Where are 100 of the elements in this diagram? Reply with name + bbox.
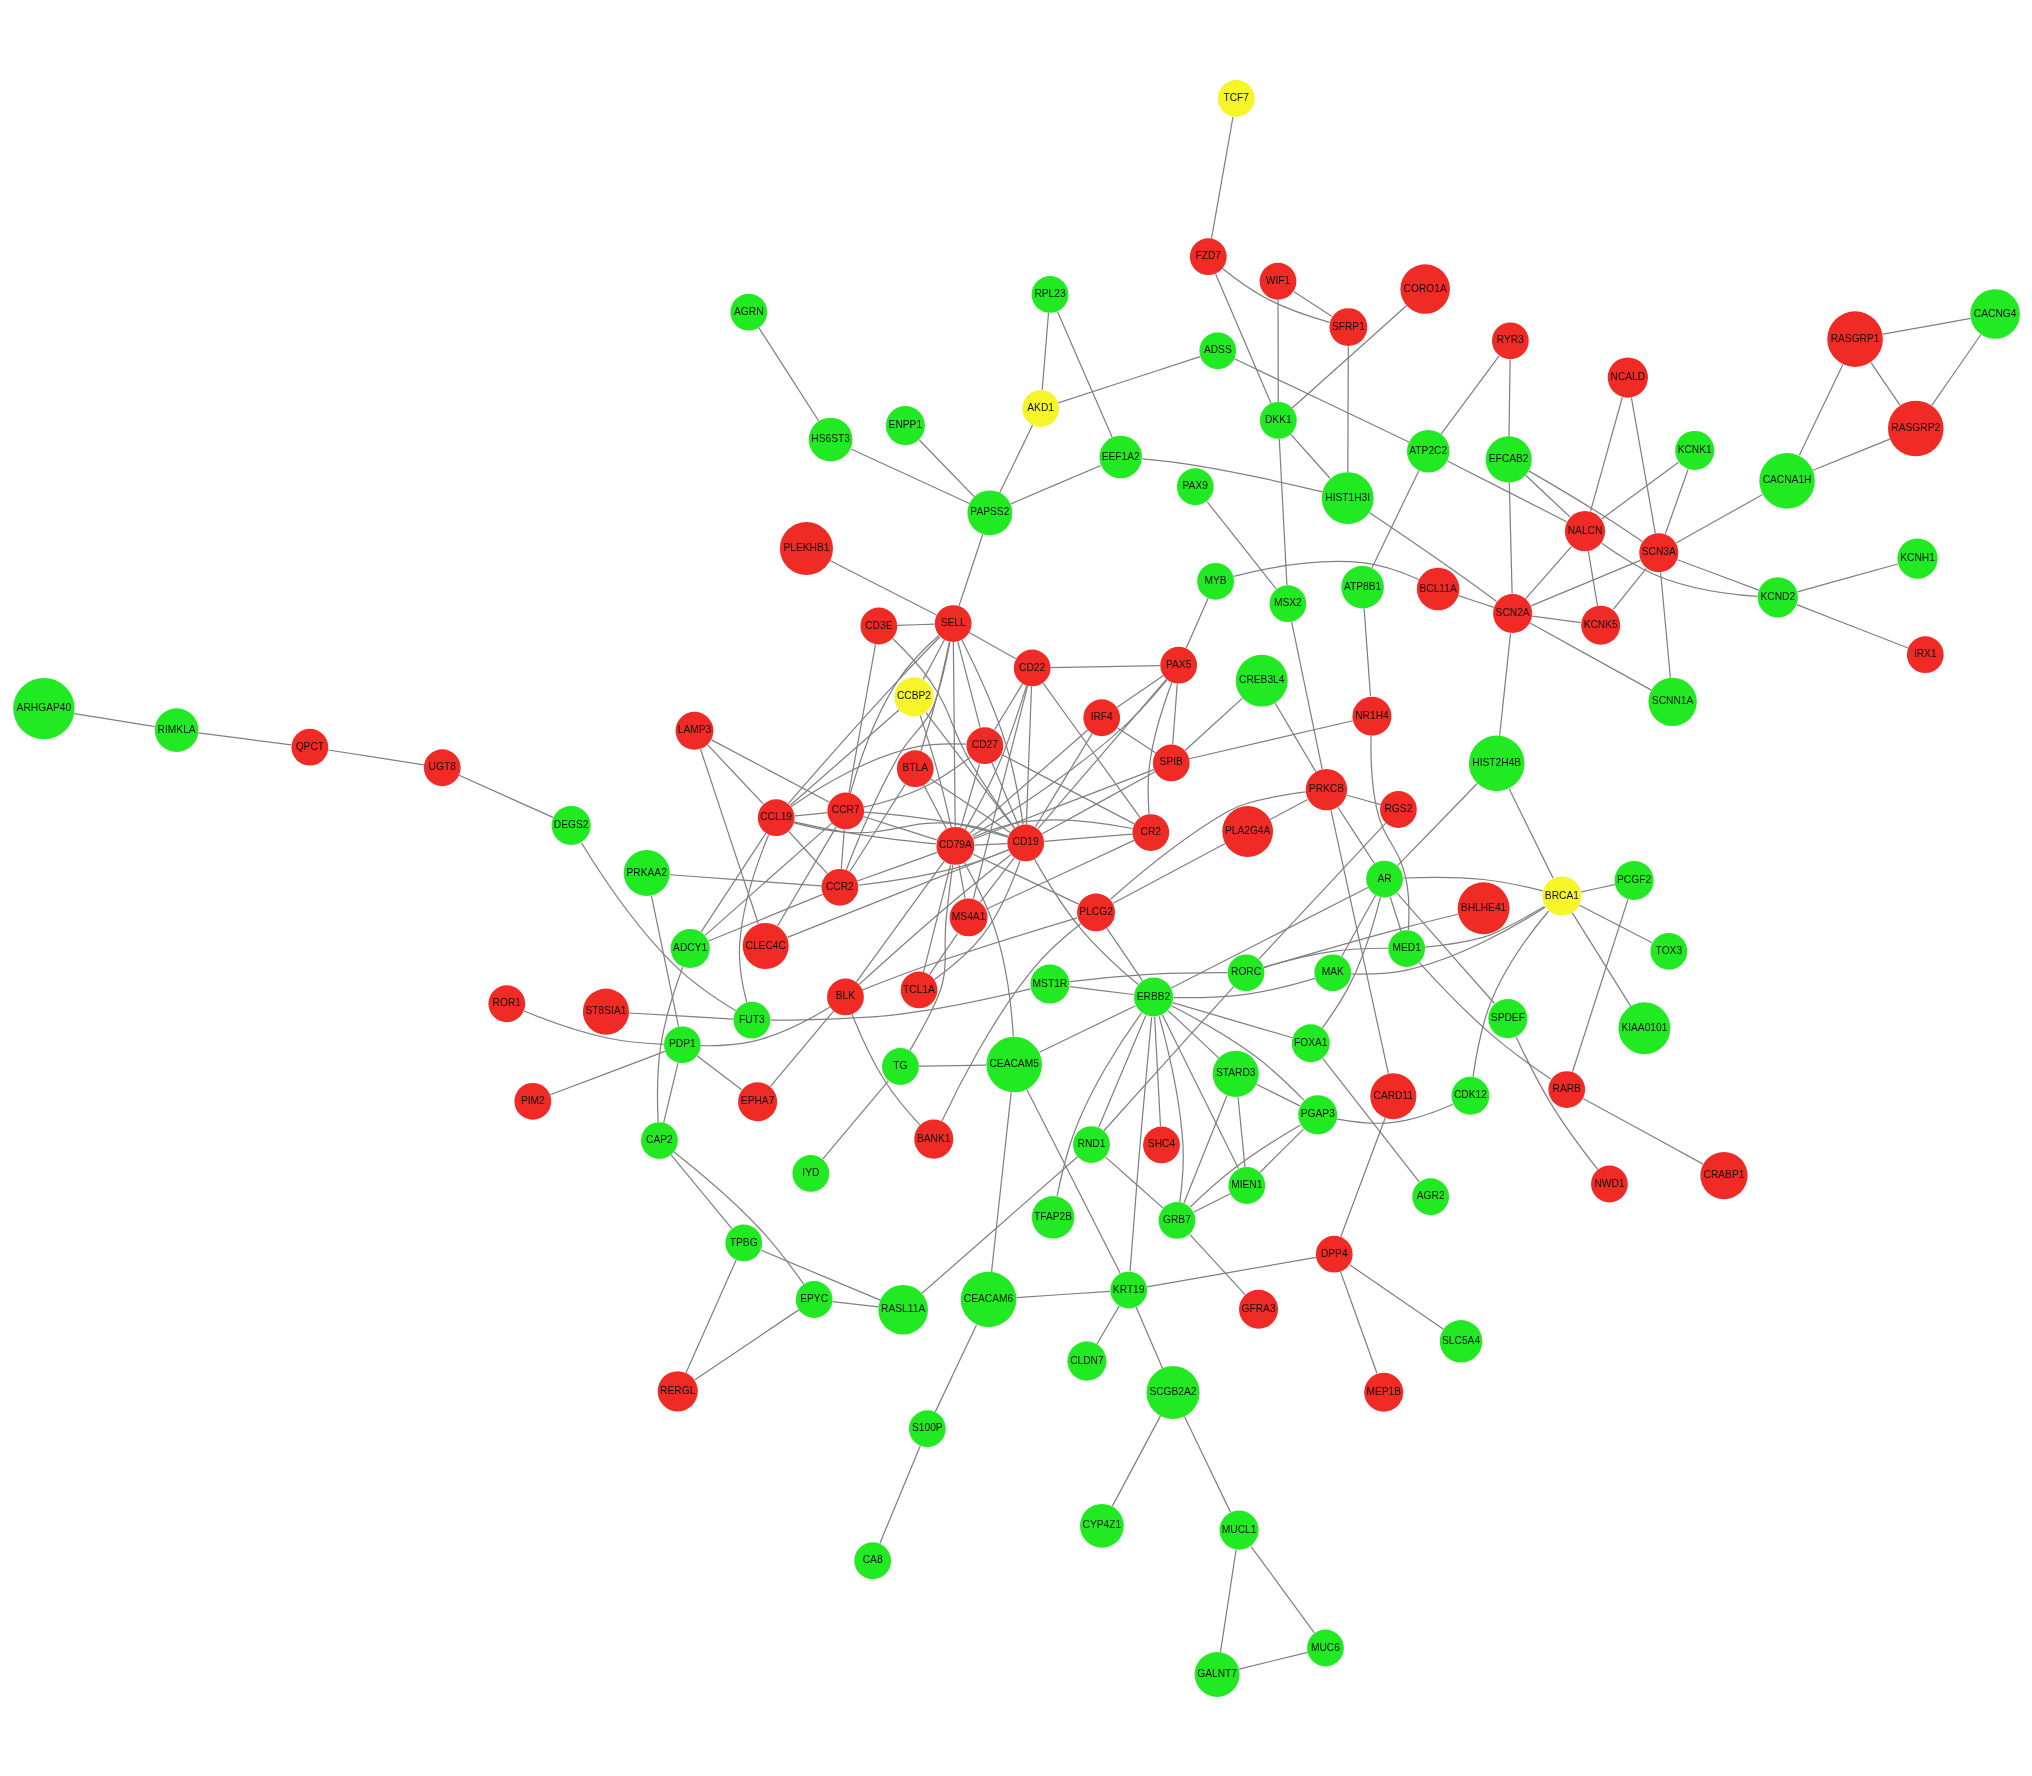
node-circle: RND1 <box>1072 1125 1110 1163</box>
connector <box>1529 559 1641 606</box>
connector <box>1350 906 1546 975</box>
node-circle: RIMKLA <box>154 707 198 752</box>
connector <box>1033 858 1139 985</box>
connector <box>1389 895 1402 932</box>
connector <box>580 841 736 1011</box>
node-circle: EPHA7 <box>737 1081 777 1121</box>
connector <box>1269 798 1308 820</box>
connector <box>940 922 1081 1122</box>
connector <box>1600 461 1679 519</box>
node-circle: PRKCB <box>1305 768 1347 810</box>
node-circle: RARB <box>1547 1070 1585 1108</box>
node-circle: AKD1 <box>1021 389 1059 427</box>
connector <box>458 774 554 818</box>
node-circle: PLEKHB1 <box>779 521 833 575</box>
node-circle: KCNK1 <box>1674 430 1714 470</box>
node-circle: CR2 <box>1131 813 1169 851</box>
node-circle: RASGRP1 <box>1826 310 1883 367</box>
node-circle: CARD11 <box>1369 1072 1416 1119</box>
node-circle: NCALD <box>1607 356 1648 398</box>
connector <box>1041 311 1049 391</box>
node-circle: SPIB <box>1152 744 1190 781</box>
node-circle: SELL <box>934 604 972 642</box>
connector <box>1214 272 1272 404</box>
connector <box>197 731 292 745</box>
node-circle: ENPP1 <box>885 405 925 445</box>
connector <box>1869 361 1901 406</box>
node-circle: SCNN1A <box>1647 677 1697 726</box>
node-circle: MST1R <box>1029 964 1069 1004</box>
node-circle: MAK <box>1313 953 1351 991</box>
connector <box>1097 1014 1146 1128</box>
connector <box>831 1300 879 1308</box>
connector <box>628 1011 734 1020</box>
connector <box>1111 1414 1161 1507</box>
connector <box>971 818 1133 838</box>
connector <box>787 635 940 804</box>
connector <box>1664 468 1689 535</box>
connector <box>1571 898 1629 1072</box>
connector <box>1321 896 1381 1028</box>
node-circle: CEACAM5 <box>985 1036 1042 1092</box>
connector <box>1273 701 1316 772</box>
connector <box>1049 664 1161 668</box>
node-circle: CAP2 <box>640 1121 678 1159</box>
node-circle: DEGS2 <box>551 805 591 845</box>
connector <box>925 711 1015 828</box>
connector <box>972 684 1028 899</box>
connector <box>787 830 828 874</box>
connector <box>1183 697 1243 751</box>
node-circle: KRT19 <box>1109 1271 1147 1308</box>
connector <box>991 761 1019 826</box>
connector <box>670 1153 732 1229</box>
connector <box>1370 469 1419 568</box>
connector <box>1068 971 1228 982</box>
connector <box>1128 1015 1152 1272</box>
node-circle: GALNT7 <box>1194 1651 1240 1697</box>
node-circle: STARD3 <box>1212 1050 1259 1097</box>
node-circle: CCBP2 <box>893 676 933 716</box>
node-circle: MIEN1 <box>1227 1166 1265 1204</box>
connector <box>1112 842 1226 904</box>
connector <box>828 559 937 616</box>
node-circle: SCN2A <box>1492 593 1532 633</box>
connector <box>1192 1192 1231 1213</box>
connector <box>968 728 1088 834</box>
connector <box>908 863 953 1051</box>
connector <box>1221 267 1330 323</box>
node-circle: DKK1 <box>1259 401 1297 439</box>
connector <box>776 825 837 927</box>
connector <box>1210 115 1234 239</box>
connector <box>1109 790 1306 900</box>
node-circle: CRABP1 <box>1699 1151 1748 1199</box>
connector <box>1036 678 1167 829</box>
connector <box>862 756 971 808</box>
node-circle: FZD7 <box>1189 237 1227 275</box>
connector <box>920 1155 1078 1294</box>
connector <box>549 1050 665 1095</box>
connector <box>858 853 1012 985</box>
connector <box>1368 511 1497 602</box>
connector <box>855 860 945 982</box>
node-circle: HIST2H4B <box>1468 735 1525 791</box>
connector <box>522 1009 664 1045</box>
node-circle: CD3E <box>859 607 897 644</box>
node-circle: PLCG2 <box>1076 892 1115 931</box>
connector <box>922 783 947 829</box>
connector <box>1531 614 1581 623</box>
connector <box>769 987 1031 1021</box>
connector <box>1417 961 1552 1080</box>
connector <box>919 714 952 828</box>
connector <box>1524 545 1572 599</box>
connector <box>668 873 822 887</box>
node-circle: CACNA1H <box>1758 452 1815 509</box>
node-circle: PLA2G4A <box>1221 805 1273 857</box>
connector <box>1471 909 1549 1077</box>
connector <box>1040 770 1156 835</box>
connector <box>1188 719 1353 759</box>
connector <box>1145 1256 1317 1287</box>
connector <box>919 640 950 752</box>
connector <box>929 777 1011 833</box>
connector <box>1278 437 1288 586</box>
node-circle: SPDEF <box>1487 998 1527 1038</box>
